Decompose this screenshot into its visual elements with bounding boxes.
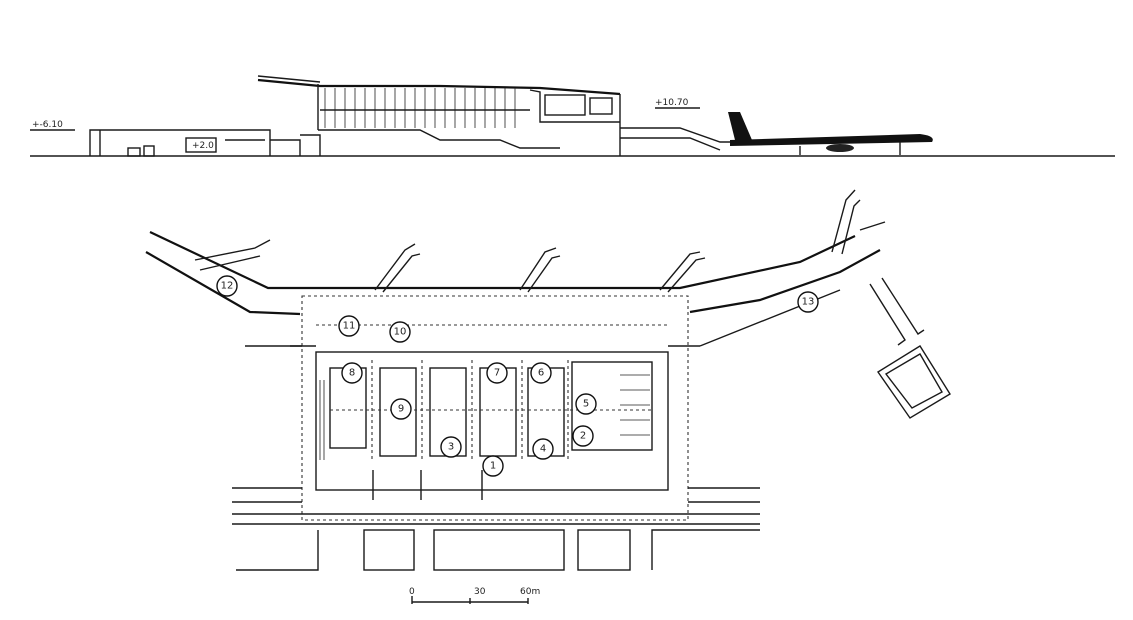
jetbridges — [194, 189, 861, 293]
marker-10: 10 — [389, 321, 411, 343]
section-level-mid: +2.0 — [192, 141, 214, 151]
terminal-section-elevation: +-6.10 +2.0 +10.70 — [30, 75, 1115, 157]
scale-end: 60m — [520, 587, 540, 597]
marker-11: 11 — [338, 315, 360, 337]
svg-text:13: 13 — [802, 297, 815, 308]
marker-2: 2 — [572, 425, 594, 447]
parking-blocks — [236, 529, 760, 571]
marker-9: 9 — [390, 398, 412, 420]
marker-12: 12 — [216, 275, 238, 297]
entrance-arrows — [372, 470, 483, 500]
scale-start: 0 — [409, 587, 415, 597]
marker-1: 1 — [482, 455, 504, 477]
scale-mid: 30 — [474, 587, 486, 597]
svg-text:6: 6 — [538, 368, 544, 379]
svg-text:8: 8 — [349, 368, 355, 379]
svg-text:12: 12 — [221, 281, 234, 292]
svg-text:9: 9 — [398, 404, 404, 415]
marker-13: 13 — [797, 291, 819, 313]
section-level-right: +10.70 — [655, 98, 689, 108]
marker-5: 5 — [575, 393, 597, 415]
marker-4: 4 — [532, 438, 554, 460]
marker-6: 6 — [530, 362, 552, 384]
svg-text:2: 2 — [580, 431, 586, 442]
marker-7: 7 — [486, 362, 508, 384]
svg-text:11: 11 — [343, 321, 356, 332]
terminal-floor-plan: 1 2 3 4 5 6 7 — [145, 189, 951, 571]
svg-text:1: 1 — [490, 461, 496, 472]
scale-bar: 0 30 60m — [409, 587, 540, 604]
marker-8: 8 — [341, 362, 363, 384]
marker-3: 3 — [440, 436, 462, 458]
svg-text:3: 3 — [448, 442, 454, 453]
svg-text:4: 4 — [540, 444, 546, 455]
side-wing — [869, 277, 951, 419]
svg-text:7: 7 — [494, 368, 500, 379]
section-level-left: +-6.10 — [32, 120, 63, 130]
svg-text:5: 5 — [583, 399, 589, 410]
svg-text:10: 10 — [394, 327, 407, 338]
landside-roads — [232, 487, 760, 525]
plan-markers: 1 2 3 4 5 6 7 — [216, 275, 819, 477]
